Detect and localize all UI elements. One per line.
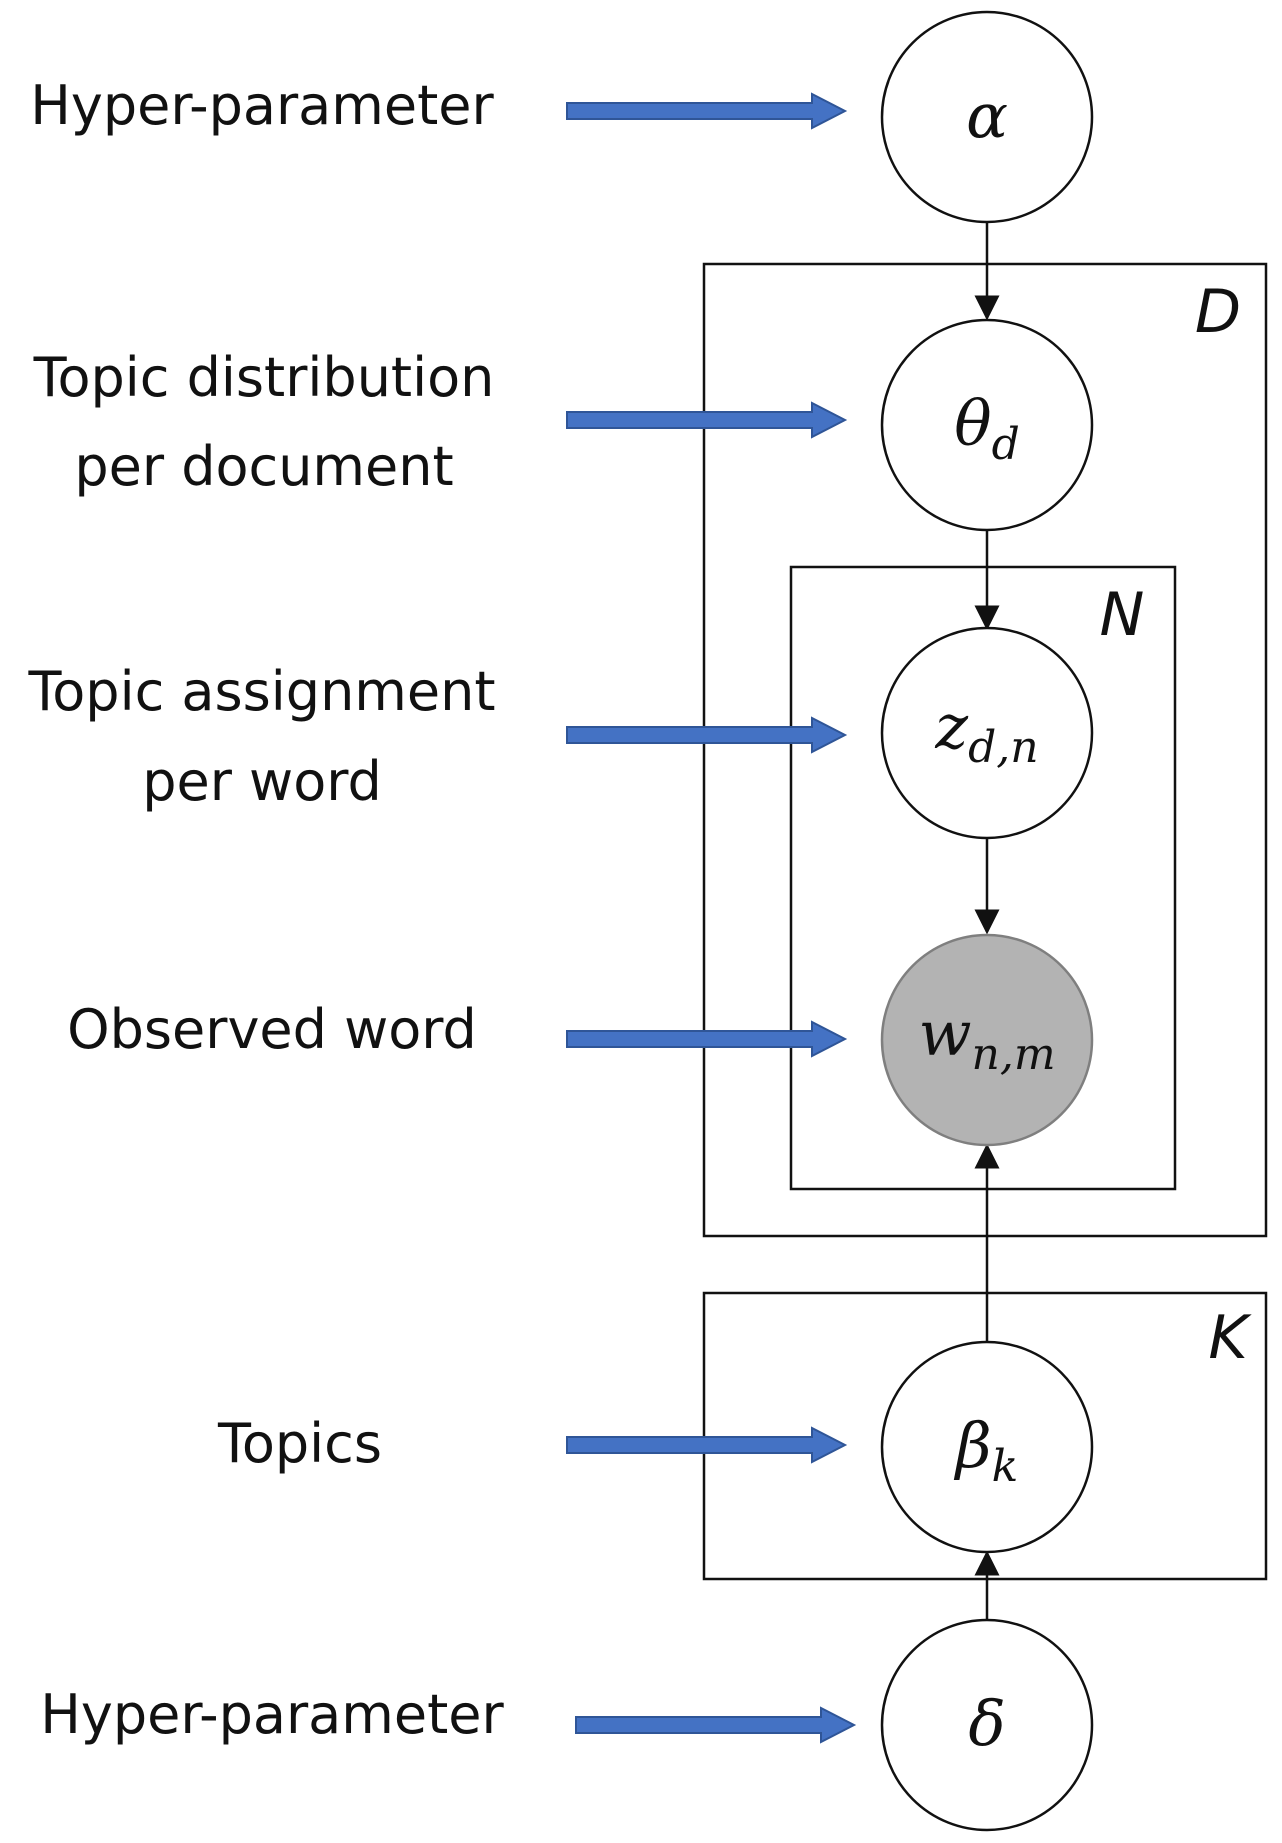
- plate-label-D: D: [1195, 277, 1241, 347]
- node-theta: θd: [880, 318, 1094, 532]
- node-delta: δ: [880, 1618, 1094, 1832]
- label-topic-dist-line1: Topic distribution: [33, 346, 495, 409]
- alpha-symbol: α: [966, 79, 1008, 152]
- label-hyper-top: Hyper-parameter: [30, 74, 494, 137]
- node-w-observed: wn,m: [880, 933, 1094, 1147]
- w-subscript: n,m: [972, 1029, 1056, 1080]
- theta-subscript: d: [992, 419, 1020, 470]
- pointer-arrow-hyper-bottom: [575, 1706, 857, 1744]
- node-beta: βk: [880, 1340, 1094, 1554]
- label-observed: Observed word: [67, 998, 477, 1061]
- pointer-arrow-topic-dist: [566, 401, 848, 439]
- node-alpha-label: α: [966, 79, 1008, 152]
- node-alpha: α: [880, 10, 1094, 224]
- label-topic-assign-line2: per word: [142, 750, 382, 813]
- pointer-arrow-observed: [566, 1020, 848, 1058]
- z-symbol: z: [934, 690, 968, 763]
- label-topic-dist-line2: per document: [74, 435, 453, 498]
- pointer-arrow-hyper-top: [566, 92, 848, 130]
- node-theta-label: θd: [954, 387, 1020, 470]
- z-subscript: d,n: [968, 722, 1039, 773]
- beta-subscript: k: [992, 1441, 1019, 1492]
- pointer-arrow-topics: [566, 1426, 848, 1464]
- plate-N: N: [789, 565, 1177, 1191]
- delta-symbol: δ: [968, 1687, 1005, 1760]
- plate-label-N: N: [1100, 580, 1145, 650]
- beta-symbol: β: [954, 1409, 992, 1482]
- theta-symbol: θ: [954, 387, 991, 460]
- label-topics: Topics: [217, 1412, 382, 1475]
- label-hyper-bottom: Hyper-parameter: [40, 1683, 504, 1746]
- node-z: zd,n: [880, 626, 1094, 840]
- label-topic-assign-line1: Topic assignment: [27, 660, 495, 723]
- w-symbol: w: [918, 997, 971, 1070]
- pointer-arrow-topic-assign: [566, 716, 848, 754]
- plate-label-K: K: [1208, 1303, 1252, 1373]
- node-beta-label: βk: [954, 1409, 1019, 1492]
- pointer-arrows: [566, 92, 857, 1744]
- node-delta-label: δ: [968, 1687, 1005, 1760]
- node-z-label: zd,n: [934, 690, 1038, 773]
- plate-D: D: [702, 262, 1268, 1238]
- left-labels: Hyper-parameter Topic distribution per d…: [27, 74, 504, 1746]
- node-w-label: wn,m: [918, 997, 1055, 1080]
